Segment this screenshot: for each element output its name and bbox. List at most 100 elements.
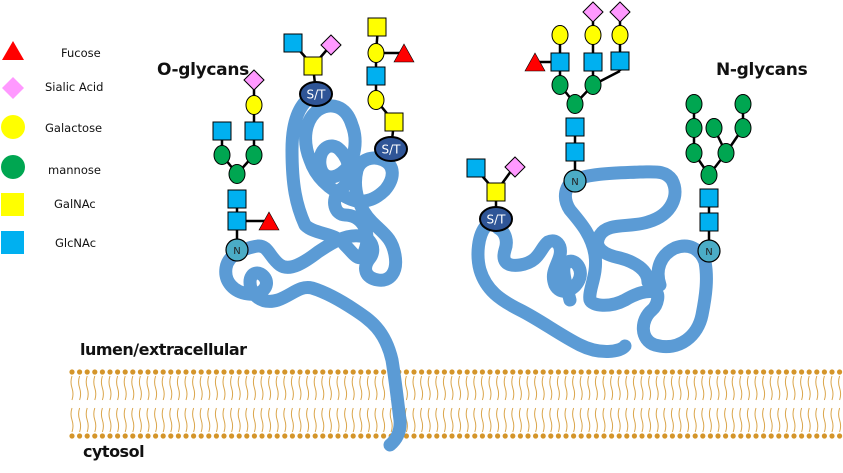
lipid-head <box>555 369 562 375</box>
lipid-head <box>115 433 121 439</box>
lipid-head <box>700 433 706 439</box>
lipid-head <box>502 433 508 439</box>
lipid-head <box>236 433 242 439</box>
lipid-head <box>540 369 546 375</box>
lipid-head <box>335 433 341 439</box>
lipid-head <box>715 369 721 375</box>
lipid-tail <box>465 375 469 401</box>
lipid-tail <box>306 375 310 401</box>
lipid-tail <box>207 375 211 401</box>
lipid-head <box>206 369 212 375</box>
lipid-head <box>768 433 774 439</box>
lipid-tail <box>648 375 652 401</box>
lipid-tail <box>496 407 500 433</box>
lipid-head <box>297 369 303 375</box>
lipid-head <box>639 369 645 375</box>
lipid-head <box>343 369 349 375</box>
lipid-head <box>791 433 797 439</box>
lipid-head <box>654 433 660 439</box>
lipid-head <box>761 433 767 439</box>
lipid-head <box>753 433 759 439</box>
ser-thr-label: S/T <box>307 88 327 102</box>
lipid-tail <box>503 407 507 433</box>
lipid-head <box>259 433 265 439</box>
lipid-tail <box>123 375 127 401</box>
lipid-tail <box>290 407 294 433</box>
lipid-head <box>282 369 288 375</box>
lipid-head <box>685 369 691 375</box>
lipid-head <box>251 369 257 375</box>
protein-strand-left <box>219 86 407 452</box>
lipid-tail <box>374 375 378 401</box>
lipid-tail <box>731 375 735 401</box>
lipid-tail <box>762 407 766 433</box>
legend-shapes <box>1 41 25 254</box>
lipid-tail <box>427 407 431 433</box>
glcnac-icon <box>283 33 303 53</box>
glcnac-icon <box>610 51 630 71</box>
mannose-icon <box>685 118 703 138</box>
lipid-head <box>358 433 364 439</box>
sialic-acid-legend-icon <box>2 77 24 99</box>
lipid-head <box>578 369 584 375</box>
lipid-head <box>799 369 805 375</box>
glcnac-icon <box>565 117 585 137</box>
lipid-tail <box>594 375 598 401</box>
sialic-acid-icon <box>320 34 342 56</box>
lipid-head <box>533 433 539 439</box>
lipid-head <box>137 369 143 375</box>
lipid-tail <box>701 407 705 433</box>
lipid-head <box>495 369 501 375</box>
galactose-icon <box>584 25 602 45</box>
galnac-icon <box>303 56 323 76</box>
mannose-icon <box>734 118 752 138</box>
lipid-head <box>107 433 113 439</box>
asparagine-site <box>563 169 587 193</box>
mannose-icon <box>584 75 602 95</box>
lipid-tail <box>176 375 180 401</box>
legend-label-fucose: Fucose <box>61 46 101 60</box>
lipid-head <box>327 369 333 375</box>
lipid-tail <box>807 375 811 401</box>
lipid-tail <box>184 375 188 401</box>
lipid-tail <box>579 407 583 433</box>
lipid-head <box>654 369 660 375</box>
lipid-tail <box>154 375 158 401</box>
lipid-tail <box>93 375 97 401</box>
lipid-head <box>206 433 212 439</box>
legend-label-sialic-acid: Sialic Acid <box>45 80 104 94</box>
lipid-tail <box>815 407 819 433</box>
lipid-head <box>563 433 569 439</box>
lipid-tail <box>769 375 773 401</box>
sialic-acid-icon <box>609 1 631 23</box>
ser-thr-site <box>479 206 513 232</box>
lipid-head <box>153 433 159 439</box>
lipid-head <box>221 433 227 439</box>
lipid-tail <box>708 407 712 433</box>
ser-thr-site <box>374 136 408 162</box>
lipid-tail <box>169 407 173 433</box>
lipid-tail <box>480 375 484 401</box>
lipid-head <box>586 369 592 375</box>
lipid-head <box>175 369 181 375</box>
lipid-tail <box>640 407 644 433</box>
lipid-head <box>426 433 432 439</box>
lipid-head <box>213 433 219 439</box>
glcnac-icon <box>583 52 603 72</box>
lipid-head <box>69 369 75 375</box>
lipid-head <box>449 369 455 375</box>
lipid-head <box>616 433 622 439</box>
lipid-tail <box>85 375 89 401</box>
lipid-head <box>578 433 584 439</box>
lipid-tail <box>298 375 302 401</box>
lipid-head <box>593 369 600 375</box>
lipid-head <box>457 369 463 375</box>
lipid-tail <box>435 407 439 433</box>
lipid-tail <box>260 407 264 433</box>
lipid-tail <box>306 407 310 433</box>
lipid-tail <box>792 407 796 433</box>
lipid-tail <box>100 375 104 401</box>
lipid-head <box>631 433 638 439</box>
lipid-head <box>692 369 698 375</box>
